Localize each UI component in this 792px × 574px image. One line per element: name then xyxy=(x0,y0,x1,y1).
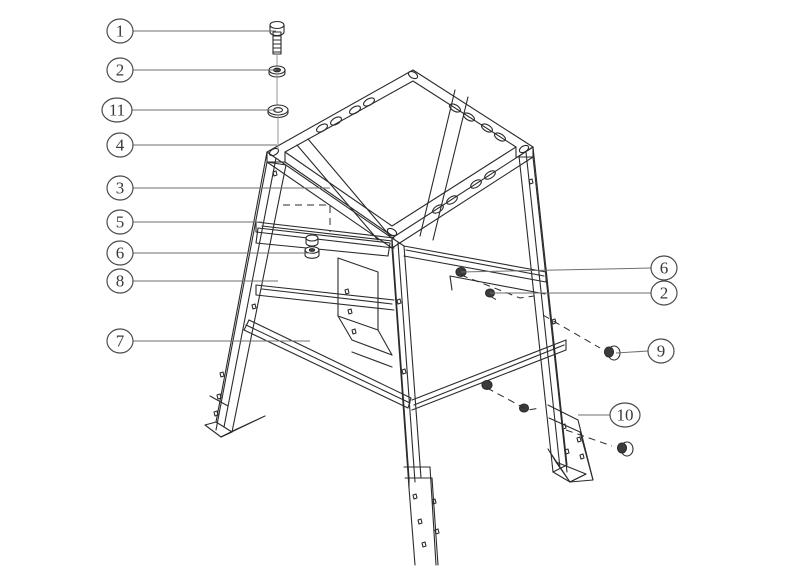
hex-head-bolt xyxy=(269,20,285,69)
leader-6-right xyxy=(460,267,652,273)
lower-side-brace-left xyxy=(255,284,395,311)
assembly-path-lines xyxy=(283,204,613,447)
lower-right-bolt xyxy=(616,441,634,457)
callout-circle xyxy=(106,175,134,201)
callout-circle xyxy=(106,57,134,83)
callout-label: 4 xyxy=(116,136,125,155)
dash-path-left-fastener xyxy=(283,204,331,232)
upper-side-brace-left xyxy=(255,221,395,257)
inner-gusset-panels xyxy=(337,257,393,368)
callout-2-right[interactable]: 2 xyxy=(650,280,678,306)
callout-circle xyxy=(106,132,134,158)
callout-circle xyxy=(650,255,678,281)
callout-3[interactable]: 3 xyxy=(106,175,134,201)
callout-label: 9 xyxy=(657,342,666,361)
dash-path-carriage-bolt xyxy=(542,314,601,349)
callout-label: 6 xyxy=(660,259,669,278)
bottom-cross-brace xyxy=(243,319,412,409)
callout-label: 5 xyxy=(116,213,125,232)
rear-legs xyxy=(296,89,469,241)
callout-group: 1 2 11 4 3 5 6 8 xyxy=(101,18,678,428)
callout-circle xyxy=(106,209,134,235)
callout-6-right[interactable]: 6 xyxy=(650,255,678,281)
bottom-cross-brace-right xyxy=(411,339,567,411)
callout-label: 2 xyxy=(116,61,125,80)
leader-9 xyxy=(615,350,649,354)
callout-10[interactable]: 10 xyxy=(609,402,641,428)
upper-side-brace-right xyxy=(403,245,547,295)
lock-washer xyxy=(268,65,286,109)
callout-1[interactable]: 1 xyxy=(106,18,134,44)
callout-label: 3 xyxy=(116,179,125,198)
lower-right-fastener-a xyxy=(481,379,493,391)
callout-circle xyxy=(106,268,134,294)
callout-2[interactable]: 2 xyxy=(106,57,134,83)
callout-label: 2 xyxy=(660,284,669,303)
flat-washer xyxy=(267,104,289,151)
callout-circle xyxy=(647,338,675,364)
callout-label: 1 xyxy=(116,22,125,41)
callout-label: 8 xyxy=(116,272,125,291)
callout-label: 6 xyxy=(116,244,125,263)
callout-circle xyxy=(650,280,678,306)
left-front-leg xyxy=(204,151,287,438)
callout-circle xyxy=(106,328,134,354)
right-front-leg xyxy=(518,146,594,483)
dash-path-right-upper xyxy=(460,274,535,299)
callout-4[interactable]: 4 xyxy=(106,132,134,158)
callout-5[interactable]: 5 xyxy=(106,209,134,235)
callout-6-left[interactable]: 6 xyxy=(106,240,134,266)
dash-path-right-washer xyxy=(489,295,501,303)
callout-label: 10 xyxy=(617,406,634,425)
callout-circle xyxy=(101,97,133,123)
callout-circle xyxy=(106,240,134,266)
callout-circle xyxy=(609,402,641,428)
callout-leader-lines xyxy=(132,30,652,416)
center-front-leg xyxy=(391,237,440,566)
callout-9[interactable]: 9 xyxy=(647,338,675,364)
callout-11[interactable]: 11 xyxy=(101,97,133,123)
callout-label: 7 xyxy=(116,332,125,351)
callout-7[interactable]: 7 xyxy=(106,328,134,354)
dash-path-lower-bolt xyxy=(565,429,613,447)
callout-label: 11 xyxy=(109,101,125,120)
dash-path-lower-left xyxy=(486,387,541,411)
callout-circle xyxy=(106,18,134,44)
callout-8[interactable]: 8 xyxy=(106,268,134,294)
